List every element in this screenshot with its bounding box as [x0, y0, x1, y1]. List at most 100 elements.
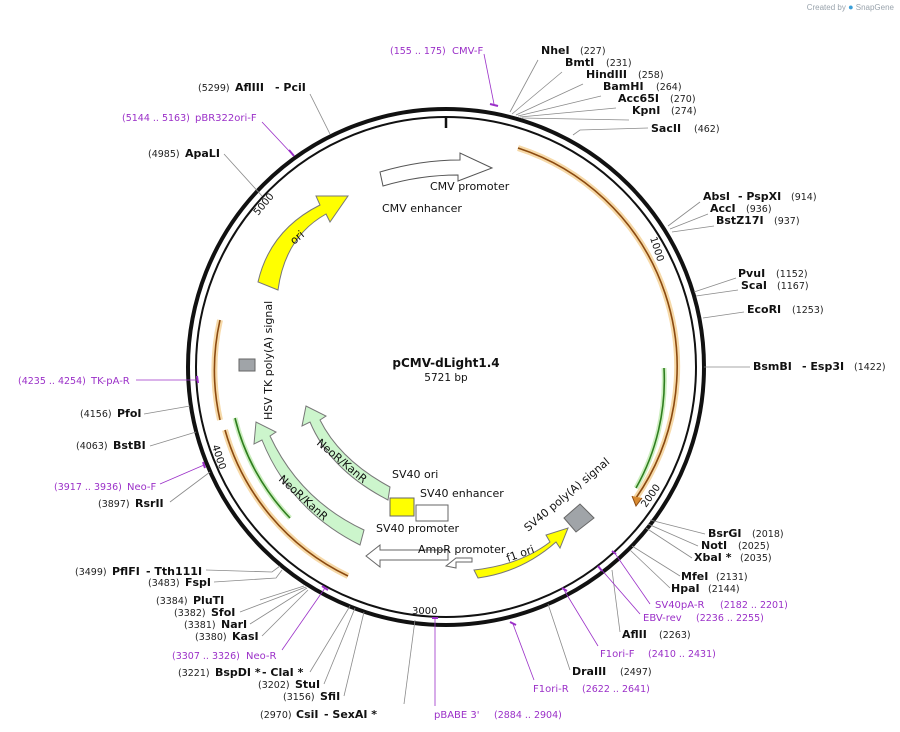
feature-label-ampr-promoter: AmpR promoter — [418, 543, 506, 556]
site-pos-noti: (2025) — [738, 541, 770, 552]
site-alt-pcii: - PciI — [275, 81, 306, 94]
feature-label-sv40-enhancer: SV40 enhancer — [420, 487, 504, 500]
site-name-bamhi: BamHI — [603, 80, 644, 93]
primer-mark-f1ori-f — [561, 587, 568, 592]
leader-pluti — [259, 585, 305, 601]
primer-mark-tk-pa-r — [196, 375, 199, 384]
site-alt-esp3i: - Esp3I — [802, 360, 844, 373]
cmv-promoter-arrow — [379, 152, 494, 187]
site-name-fspi: FspI — [185, 576, 211, 589]
site-name-kpni: KpnI — [632, 104, 660, 117]
leader-rsrii — [169, 471, 211, 503]
leader-csii — [403, 619, 416, 705]
leader-sv40pa-r — [613, 551, 651, 605]
leader-kpni — [521, 117, 630, 121]
site-name-absi: AbsI — [703, 190, 730, 203]
site-pos-sfii: (3156) — [283, 692, 315, 703]
leader-mfei — [631, 545, 681, 577]
site-pos-bstz17i: (937) — [774, 216, 800, 227]
site-alt-sexai: - SexAI * — [324, 708, 377, 721]
site-name-pvui: PvuI — [738, 267, 765, 280]
site-pos-nhei: (227) — [580, 46, 606, 57]
site-name-bsrgi: BsrGI — [708, 527, 741, 540]
created-by-text: Created by — [806, 3, 846, 12]
site-name-acc65i: Acc65I — [618, 92, 659, 105]
site-pos-hindiii: (258) — [638, 70, 664, 81]
site-pos-bstbi: (4063) — [76, 441, 108, 452]
site-name-kasi: KasI — [232, 630, 259, 643]
leader-acci — [669, 213, 709, 230]
site-name-hindiii: HindIII — [586, 68, 627, 81]
feature-label-sv40-polya: SV40 poly(A) signal — [522, 455, 613, 534]
orf-arc-left-b — [224, 429, 349, 577]
site-pos-sfoi: (3382) — [174, 608, 206, 619]
leader-bamhi — [517, 95, 602, 117]
site-pos-nari: (3381) — [184, 620, 216, 631]
leader-neo-r — [281, 587, 326, 651]
primer-range-cmv-f: (155 .. 175) — [390, 46, 446, 57]
leader-pvui — [693, 277, 737, 293]
primer-name-pbabe-3: pBABE 3' — [434, 710, 480, 721]
site-name-draiii: DraIII — [572, 665, 606, 678]
leader-acc65i — [519, 107, 617, 118]
site-name-acci: AccI — [710, 202, 736, 215]
tick-label-3000: 3000 — [412, 606, 437, 617]
leader-apali — [223, 153, 263, 197]
leader-sfii — [343, 611, 365, 697]
site-pos-bsrgi: (2018) — [752, 529, 784, 540]
site-name-hpai: HpaI — [671, 582, 700, 595]
leader-aflii — [611, 569, 621, 633]
primer-mark-cmv-f — [489, 103, 499, 107]
leader-f1ori-r — [512, 623, 535, 681]
site-pos-sacii: (462) — [694, 124, 720, 135]
leader-nari — [249, 587, 308, 625]
f1-ori-arrow — [473, 527, 569, 579]
site-name-sfii: SfiI — [320, 690, 340, 703]
leader-pbr322ori-f — [261, 121, 292, 154]
primer-name-f1ori-r: F1ori-R — [533, 684, 569, 695]
sv40-promoter-arrow — [365, 543, 449, 569]
sv40-ori-block — [389, 497, 415, 517]
leader-bspdi — [309, 605, 351, 673]
site-pos-hpai: (2144) — [708, 584, 740, 595]
site-pos-fspi: (3483) — [148, 578, 180, 589]
leader-kasi — [261, 589, 309, 637]
orf-arc-left-a — [213, 319, 221, 421]
site-name-ecori: EcoRI — [747, 303, 781, 316]
site-name-nari: NarI — [221, 618, 247, 631]
leader-neo-f — [159, 464, 205, 485]
snapgene-product-name: SnapGene — [855, 3, 894, 12]
leader-bstz17i — [671, 225, 715, 233]
primer-name-pbr322ori-f: pBR322ori-F — [195, 113, 257, 124]
site-name-bstbi: BstBI — [113, 439, 146, 452]
feature-label-sv40-promoter: SV40 promoter — [376, 522, 460, 535]
site-name-nhei: NheI — [541, 44, 570, 57]
site-alt-clai: - ClaI * — [262, 666, 304, 679]
primer-name-tk-pa-r: TK-pA-R — [90, 376, 130, 387]
site-pos-draiii: (2497) — [620, 667, 652, 678]
site-pos-bmti: (231) — [606, 58, 632, 69]
primer-name-f1ori-f: F1ori-F — [600, 649, 635, 660]
site-name-apali: ApaLI — [185, 147, 220, 160]
primer-name-sv40pa-r: SV40pA-R — [655, 600, 704, 611]
site-pos-apali: (4985) — [148, 149, 180, 160]
site-pos-pluti: (3384) — [156, 596, 188, 607]
site-pos-kpni: (274) — [671, 106, 697, 117]
site-pos-bspdi: (3221) — [178, 668, 210, 679]
site-pos-bamhi: (264) — [656, 82, 682, 93]
primer-name-ebv-rev: EBV-rev — [643, 613, 682, 624]
site-alt-pspxi: - PspXI — [738, 190, 781, 203]
site-pos-rsrii: (3897) — [98, 499, 130, 510]
site-name-afliii: AflIII — [235, 81, 264, 94]
site-name-pfoi: PfoI — [117, 407, 142, 420]
site-name-scai: ScaI — [741, 279, 767, 292]
leader-xbai — [645, 527, 693, 559]
leader-cmv-f — [483, 53, 495, 105]
ampr-promoter-arrow — [444, 557, 473, 569]
site-name-bmti: BmtI — [565, 56, 594, 69]
leader-fspi — [213, 569, 283, 583]
leader-bstbi — [149, 431, 197, 447]
leader-pfoi — [143, 405, 191, 415]
leader-scai — [695, 289, 739, 297]
